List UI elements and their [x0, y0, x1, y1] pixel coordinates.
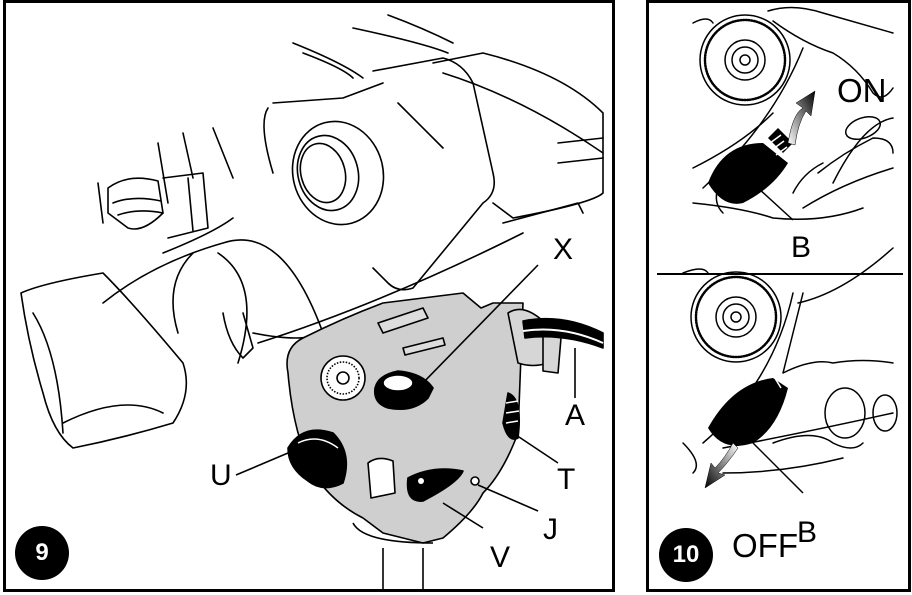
callout-t: T — [557, 463, 576, 496]
callout-b-off: B — [797, 516, 818, 549]
tripod-head-illustration — [20, 14, 604, 589]
off-state-label: OFF — [732, 527, 798, 564]
callout-x: X — [553, 233, 574, 266]
figure-10-panel: ON B B OFF 10 — [646, 0, 911, 592]
callout-b-on: B — [791, 231, 812, 264]
on-state-label: ON — [837, 72, 887, 109]
figure-number-badge: 10 — [659, 528, 713, 582]
figure-9-panel: X A T J V U 9 — [3, 0, 615, 592]
callout-u: U — [210, 459, 232, 492]
callout-a: A — [565, 399, 586, 432]
callout-v: V — [490, 541, 511, 574]
callout-j: J — [543, 513, 558, 546]
lever-illustration — [657, 6, 903, 494]
figure-number-badge: 9 — [15, 526, 69, 580]
